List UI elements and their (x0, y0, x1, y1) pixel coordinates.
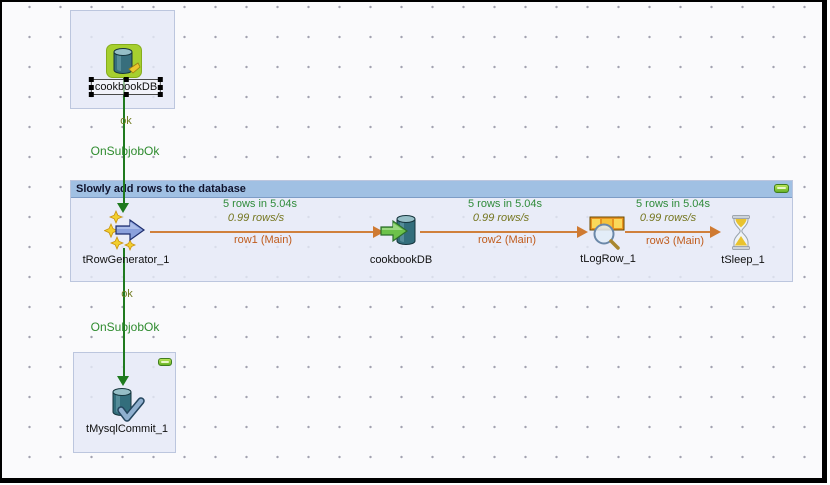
frame-border-top (0, 0, 827, 2)
subjob-title: Slowly add rows to the database (76, 183, 246, 195)
trigger-connection-1[interactable] (123, 77, 125, 204)
minimize-icon[interactable] (158, 358, 172, 366)
trigger-type-label[interactable]: OnSubjobOk (90, 144, 160, 158)
mysql-output-icon[interactable] (380, 213, 420, 249)
flow-connection-row2[interactable] (420, 231, 580, 233)
component-label[interactable]: tLogRow_1 (580, 253, 636, 265)
frame-border-right (821, 0, 827, 482)
component-cookbookdb-connection[interactable]: cookbookDB (88, 77, 164, 97)
frame-border-bottom (0, 477, 827, 483)
flow-stats-label: 5 rows in 5.04s (636, 198, 710, 210)
flow-arrowhead-icon (710, 226, 721, 238)
flow-arrowhead-icon (373, 226, 384, 238)
selection-handle[interactable] (88, 77, 94, 82)
row-generator-icon[interactable] (104, 210, 152, 252)
trigger-ok-label: ok (120, 115, 132, 127)
flow-name-label[interactable]: row2 (Main) (477, 234, 537, 246)
trigger-arrowhead-icon (117, 203, 129, 213)
component-label[interactable]: cookbookDB (369, 254, 433, 266)
selection-handle[interactable] (88, 85, 94, 90)
trigger-connection-2[interactable] (123, 248, 125, 378)
selection-handle[interactable] (158, 77, 164, 82)
flow-stats-label: 5 rows in 5.04s (223, 198, 297, 210)
flow-stats-label: 5 rows in 5.04s (468, 198, 542, 210)
frame-border-left (0, 0, 2, 482)
selection-handle[interactable] (88, 92, 94, 97)
flow-rate-label: 0.99 rows/s (639, 212, 697, 224)
trigger-arrowhead-icon (117, 376, 129, 386)
flow-name-label[interactable]: row1 (Main) (233, 234, 293, 246)
design-canvas[interactable]: Slowly add rows to the database ok OnSub… (2, 2, 822, 478)
mysql-connection-icon[interactable] (106, 44, 142, 78)
flow-arrowhead-icon (577, 226, 588, 238)
mysql-commit-icon[interactable] (107, 387, 145, 423)
trigger-ok-label: ok (121, 288, 133, 300)
subjob-title-bar[interactable]: Slowly add rows to the database (71, 181, 792, 198)
selection-handle[interactable] (158, 85, 164, 90)
component-label[interactable]: tMysqlCommit_1 (86, 423, 168, 435)
logrow-magnifier-icon[interactable] (589, 216, 626, 251)
component-label[interactable]: tSleep_1 (721, 254, 765, 266)
flow-rate-label: 0.99 rows/s (227, 212, 285, 224)
flow-connection-row3[interactable] (625, 231, 713, 233)
flow-name-label[interactable]: row3 (Main) (645, 235, 705, 247)
hourglass-icon[interactable] (731, 215, 751, 250)
selection-handle[interactable] (158, 92, 164, 97)
component-label[interactable]: tRowGenerator_1 (82, 254, 170, 266)
trigger-type-label[interactable]: OnSubjobOk (90, 320, 160, 334)
flow-rate-label: 0.99 rows/s (472, 212, 530, 224)
flow-connection-row1[interactable] (150, 231, 376, 233)
minimize-icon[interactable] (774, 184, 789, 193)
selection-handle[interactable] (124, 77, 129, 82)
selection-handle[interactable] (124, 92, 129, 97)
component-label: cookbookDB (94, 81, 158, 93)
